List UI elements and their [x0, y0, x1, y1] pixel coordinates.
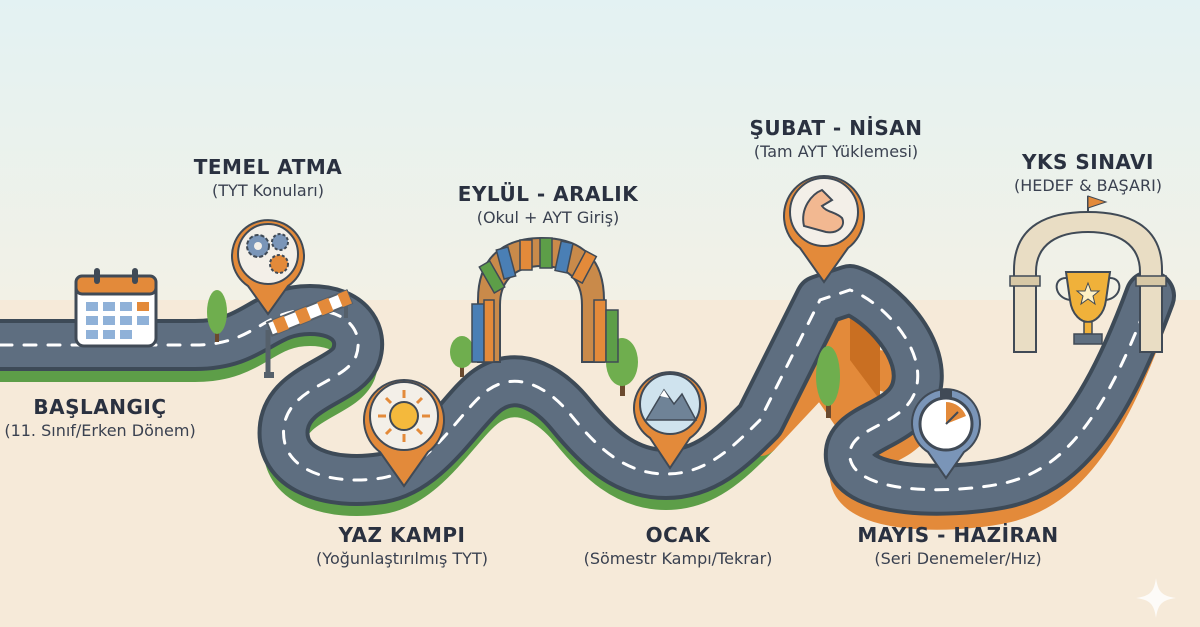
milestone-ocak: OCAK (Sömestr Kampı/Tekrar): [584, 523, 773, 568]
road-center-line: [0, 288, 1152, 492]
milestone-subtitle: (HEDEF & BAŞARI): [1013, 176, 1163, 195]
milestone-subtitle: (Yoğunlaştırılmış TYT): [316, 549, 488, 568]
milestone-yaz-kampi: YAZ KAMPI (Yoğunlaştırılmış TYT): [316, 523, 488, 568]
milestone-eylul-aralik: EYLÜL - ARALIK (Okul + AYT Giriş): [458, 182, 638, 227]
milestone-title: MAYIS - HAZİRAN: [857, 523, 1059, 547]
book-arch-icon: [471, 236, 619, 363]
gears-pin-icon: [231, 219, 305, 316]
victory-arch-icon: [1009, 195, 1167, 353]
tree-icon: [816, 346, 840, 418]
mountain-pin-icon: [633, 371, 707, 470]
milestone-subtitle: (Sömestr Kampı/Tekrar): [583, 549, 773, 568]
milestone-subtitle: (Seri Denemeler/Hız): [874, 549, 1042, 568]
milestone-title: EYLÜL - ARALIK: [457, 182, 639, 206]
milestone-title: OCAK: [645, 523, 711, 547]
trophy-icon: [1055, 271, 1121, 345]
milestone-title: BAŞLANGIÇ: [33, 395, 167, 419]
muscle-pin-icon: [783, 175, 865, 284]
stopwatch-pin-icon: [911, 388, 981, 480]
milestone-mayis-haziran: MAYIS - HAZİRAN (Seri Denemeler/Hız): [857, 523, 1058, 568]
milestone-temel-atma: TEMEL ATMA (TYT Konuları): [194, 155, 343, 200]
milestone-subtitle: (TYT Konuları): [212, 181, 324, 200]
milestone-title: YKS SINAVI: [1022, 150, 1154, 174]
tree-icon: [207, 290, 227, 342]
calendar-icon: [74, 268, 158, 348]
milestone-title: YAZ KAMPI: [338, 523, 466, 547]
milestone-subtitle: (11. Sınıf/Erken Dönem): [4, 421, 196, 440]
milestone-title: TEMEL ATMA: [193, 155, 343, 179]
tree-icon: [450, 336, 474, 377]
milestone-subtitle: (Okul + AYT Giriş): [476, 208, 620, 227]
sparkle-icon: [1136, 578, 1176, 618]
milestone-subtitle: (Tam AYT Yüklemesi): [753, 142, 919, 161]
road-barrier-icon: [264, 289, 354, 378]
milestone-subat-nisan: ŞUBAT - NİSAN (Tam AYT Yüklemesi): [750, 116, 923, 161]
milestone-yks-sinavi: YKS SINAVI (HEDEF & BAŞARI): [1014, 150, 1162, 195]
sun-pin-icon: [363, 379, 445, 488]
milestone-baslangic: BAŞLANGIÇ (11. Sınıf/Erken Dönem): [4, 395, 195, 440]
milestone-title: ŞUBAT - NİSAN: [749, 116, 923, 140]
sky-background: [0, 0, 1200, 300]
